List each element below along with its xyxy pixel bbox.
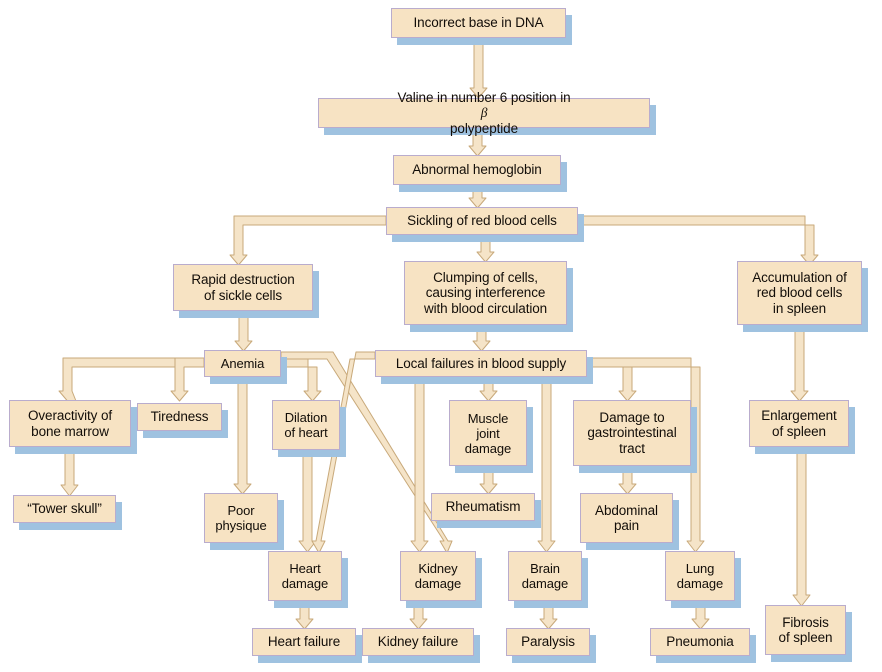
- node-label: Sickling of red blood cells: [407, 213, 557, 229]
- node-label: Heart failure: [267, 634, 341, 650]
- node-heart-damage: Heart damage: [268, 551, 342, 601]
- node-rheumatism: Rheumatism: [431, 493, 535, 521]
- node-local-failures: Local failures in blood supply: [375, 350, 587, 377]
- node-label: Rheumatism: [445, 499, 521, 515]
- node-tower-skull: “Tower skull”: [13, 495, 116, 523]
- node-label: Poor physique: [215, 503, 267, 533]
- node-label: Accumulation of red blood cells in splee…: [752, 269, 847, 316]
- node-abdominal-pain: Abdominal pain: [580, 493, 673, 543]
- node-lung-damage: Lung damage: [665, 551, 735, 601]
- node-label: Anemia: [220, 356, 265, 371]
- connector-paths: [58, 37, 819, 630]
- node-enlargement-spleen: Enlargement of spleen: [749, 400, 849, 447]
- node-label: Clumping of cells, causing interference …: [423, 269, 548, 316]
- node-fibrosis-spleen: Fibrosis of spleen: [765, 605, 846, 655]
- node-label: Abdominal pain: [595, 502, 658, 534]
- node-label: Fibrosis of spleen: [778, 614, 833, 646]
- node-label: Incorrect base in DNA: [413, 15, 544, 31]
- node-label: Damage to gastrointestinal tract: [587, 409, 677, 456]
- node-label: Pneumonia: [666, 634, 734, 650]
- node-accumulation: Accumulation of red blood cells in splee…: [737, 261, 862, 325]
- node-label: Local failures in blood supply: [395, 355, 567, 371]
- node-brain-damage: Brain damage: [508, 551, 582, 601]
- node-label: Dilation of heart: [284, 410, 328, 440]
- node-label: Overactivity of bone marrow: [27, 408, 113, 439]
- node-kidney-damage: Kidney damage: [400, 551, 476, 601]
- node-label: Lung damage: [676, 561, 724, 591]
- node-anemia: Anemia: [204, 350, 281, 377]
- node-dilation-heart: Dilation of heart: [272, 400, 340, 450]
- node-label: Enlargement of spleen: [761, 408, 837, 439]
- node-label: Abnormal hemoglobin: [412, 162, 542, 178]
- node-valine: Valine in number 6 position in β polypep…: [318, 90, 650, 136]
- node-pneumonia: Pneumonia: [650, 628, 750, 656]
- node-paralysis: Paralysis: [506, 628, 590, 656]
- node-label: Valine in number 6 position in β polypep…: [397, 89, 571, 136]
- node-label: Brain damage: [521, 561, 569, 591]
- node-label: Heart damage: [281, 561, 329, 591]
- node-label: Muscle joint damage: [464, 410, 512, 456]
- node-label: “Tower skull”: [27, 501, 102, 517]
- node-sickling: Sickling of red blood cells: [386, 207, 578, 235]
- node-tiredness: Tiredness: [137, 403, 222, 431]
- node-label: Kidney damage: [414, 561, 462, 591]
- node-clumping: Clumping of cells, causing interference …: [404, 261, 567, 325]
- node-kidney-failure: Kidney failure: [362, 628, 474, 656]
- node-heart-failure: Heart failure: [252, 628, 356, 656]
- node-label: Rapid destruction of sickle cells: [191, 272, 295, 303]
- node-muscle-joint-damage: Muscle joint damage: [449, 400, 527, 466]
- node-label: Kidney failure: [377, 634, 459, 650]
- node-poor-physique: Poor physique: [204, 493, 278, 543]
- node-label: Paralysis: [521, 634, 575, 650]
- node-label: Tiredness: [150, 409, 209, 425]
- node-damage-gi: Damage to gastrointestinal tract: [573, 400, 691, 466]
- node-abnormal-hemoglobin: Abnormal hemoglobin: [393, 155, 561, 185]
- node-overactivity: Overactivity of bone marrow: [9, 400, 131, 447]
- node-incorrect-base: Incorrect base in DNA: [391, 8, 566, 38]
- node-rapid-destruction: Rapid destruction of sickle cells: [173, 264, 313, 311]
